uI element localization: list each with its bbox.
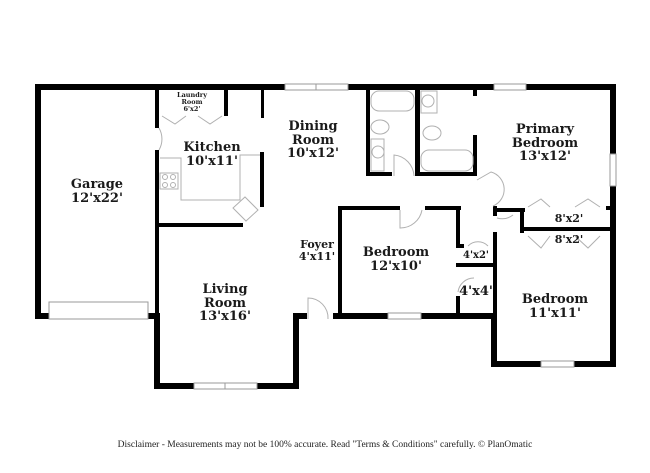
room-label-primary-closet: 8'x2' xyxy=(554,212,584,225)
interior-walls xyxy=(155,88,612,317)
windows xyxy=(48,83,617,390)
room-label-foyer: Foyer 4'x11' xyxy=(298,238,336,263)
room-label-bedroom-2: Bedroom 11'x11' xyxy=(521,292,589,321)
room-label-laundry: Laundry Room 6'x2' xyxy=(177,91,207,113)
room-label-kitchen: Kitchen 10'x11' xyxy=(183,140,241,169)
room-dims: 12'x22' xyxy=(71,190,123,206)
room-label-storage: 4'x4' xyxy=(459,284,493,299)
room-label-primary-bedroom: Primary Bedroom 13'x12' xyxy=(511,122,579,165)
room-label-bedroom-1: Bedroom 12'x10' xyxy=(362,245,430,274)
fixtures xyxy=(158,90,601,320)
room-label-living: Living Room 13'x16' xyxy=(199,282,251,325)
room-label-bedroom2-closet: 8'x2' xyxy=(554,233,584,246)
room-label-hall-closet: 4'x2' xyxy=(462,250,490,261)
disclaimer-text: Disclaimer - Measurements may not be 100… xyxy=(117,440,533,450)
room-label-garage: Garage 12'x22' xyxy=(71,178,123,205)
room-name: Garage xyxy=(70,177,124,192)
room-label-dining: Dining Room 10'x12' xyxy=(287,119,339,162)
exterior-walls xyxy=(35,84,616,389)
